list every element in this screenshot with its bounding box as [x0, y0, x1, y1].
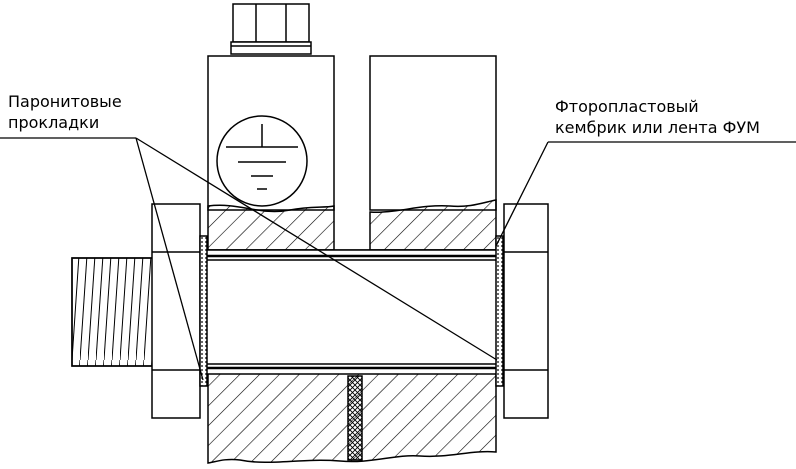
threaded-stud [71, 257, 155, 367]
right-gasket [495, 235, 504, 387]
leader-line-right [495, 141, 796, 247]
top-nut [230, 3, 312, 55]
left-flange [151, 203, 201, 419]
callout-right-line1: Фторопластовый [555, 97, 699, 116]
right-flange [503, 203, 549, 419]
right-upper-block [369, 55, 497, 211]
leader-lines-left [0, 137, 498, 381]
callout-left-line1: Паронитовые [8, 92, 122, 111]
callout-left-line2: прокладки [8, 113, 100, 132]
section-upper-left [207, 204, 335, 251]
central-tube [205, 249, 499, 375]
ground-symbol-icon [216, 115, 308, 207]
seal-column [347, 375, 363, 461]
left-gasket [199, 235, 208, 387]
callout-right-line2: кембрик или лента ФУМ [555, 118, 760, 137]
callout-ptfe-tape: Фторопластовый кембрик или лента ФУМ [555, 96, 760, 138]
callout-paronite-gaskets: Паронитовые прокладки [8, 91, 122, 133]
section-upper-right [369, 199, 497, 251]
